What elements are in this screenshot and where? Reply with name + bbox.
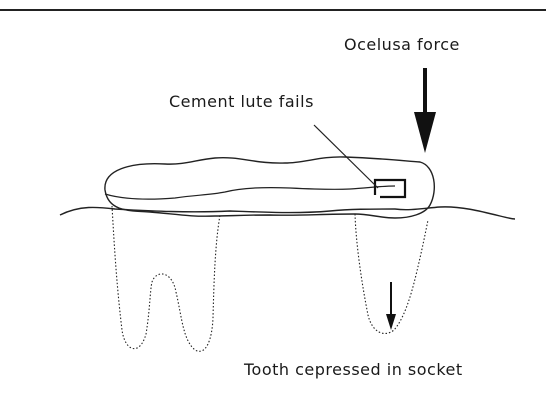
occlusal-force-label: Ocelusa force [344,37,460,53]
left-tooth-root [112,206,220,351]
cement-lute-label: Cement lute fails [169,94,314,110]
gum-line [60,207,515,219]
occlusal-force-arrowhead [414,112,436,153]
cement-lute-gap [375,180,405,197]
cement-leader-line [314,125,378,188]
depression-arrowhead [386,314,396,330]
bridge-inner-contour [105,186,395,199]
tooth-depressed-label: Tooth cepressed in socket [244,362,463,378]
